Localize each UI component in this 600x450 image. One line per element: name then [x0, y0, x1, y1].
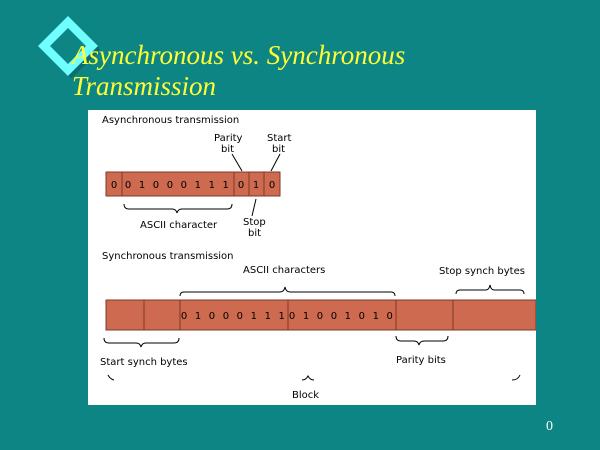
block-label: Block: [292, 390, 319, 401]
slide-title: Asynchronous vs. Synchronous Transmissio…: [72, 40, 492, 102]
slide-title-line-2: Transmission: [72, 71, 217, 101]
stop-label-line-2: bit: [248, 228, 261, 239]
start-label-line-2: bit: [272, 144, 285, 155]
slide-title-line-1: Asynchronous vs. Synchronous: [72, 40, 406, 70]
block-brace: [107, 374, 521, 381]
page-number: 0: [546, 419, 553, 434]
ascii-character-brace: [123, 203, 233, 214]
start-synch-label: Start synch bytes: [100, 357, 188, 368]
async-frame: [105, 171, 281, 197]
stop-synch-brace: [455, 284, 525, 295]
start-pointer-line: [270, 153, 281, 172]
parity-bits-brace: [395, 335, 449, 346]
async-parity-bit: 0: [238, 180, 244, 191]
async-trailing-bit: 0: [269, 180, 275, 191]
stop-label-line-1: Stop: [243, 217, 266, 228]
parity-bits-label: Parity bits: [396, 355, 446, 366]
ascii-characters-brace: [179, 286, 396, 297]
stop-pointer-line: [251, 198, 257, 217]
transmission-diagram: Asynchronous transmission Parity bit Sta…: [88, 110, 537, 405]
sync-char-1-bits: 0 1 0 0 0 1 1 1: [181, 311, 287, 322]
sync-heading: Synchronous transmission: [102, 251, 234, 262]
sync-ascii-label: ASCII characters: [243, 265, 325, 276]
sync-frame: [105, 299, 537, 331]
stop-synch-label: Stop synch bytes: [439, 266, 525, 277]
async-heading: Asynchronous transmission: [102, 115, 239, 126]
start-label-line-1: Start: [267, 133, 292, 144]
sync-char-2-bits: 0 1 0 0 1 0 1 0: [289, 311, 395, 322]
parity-label-line-1: Parity: [214, 133, 243, 144]
parity-label-line-2: bit: [221, 144, 234, 155]
async-start-bit: 0: [111, 180, 117, 191]
start-synch-brace: [103, 337, 180, 348]
diamond-bullet-icon: [36, 14, 100, 78]
ascii-character-label: ASCII character: [140, 220, 218, 231]
async-data-bits: 0 1 0 0 0 1 1 1: [125, 180, 231, 191]
parity-pointer-line: [231, 153, 243, 172]
async-stop-bit: 1: [253, 180, 259, 191]
